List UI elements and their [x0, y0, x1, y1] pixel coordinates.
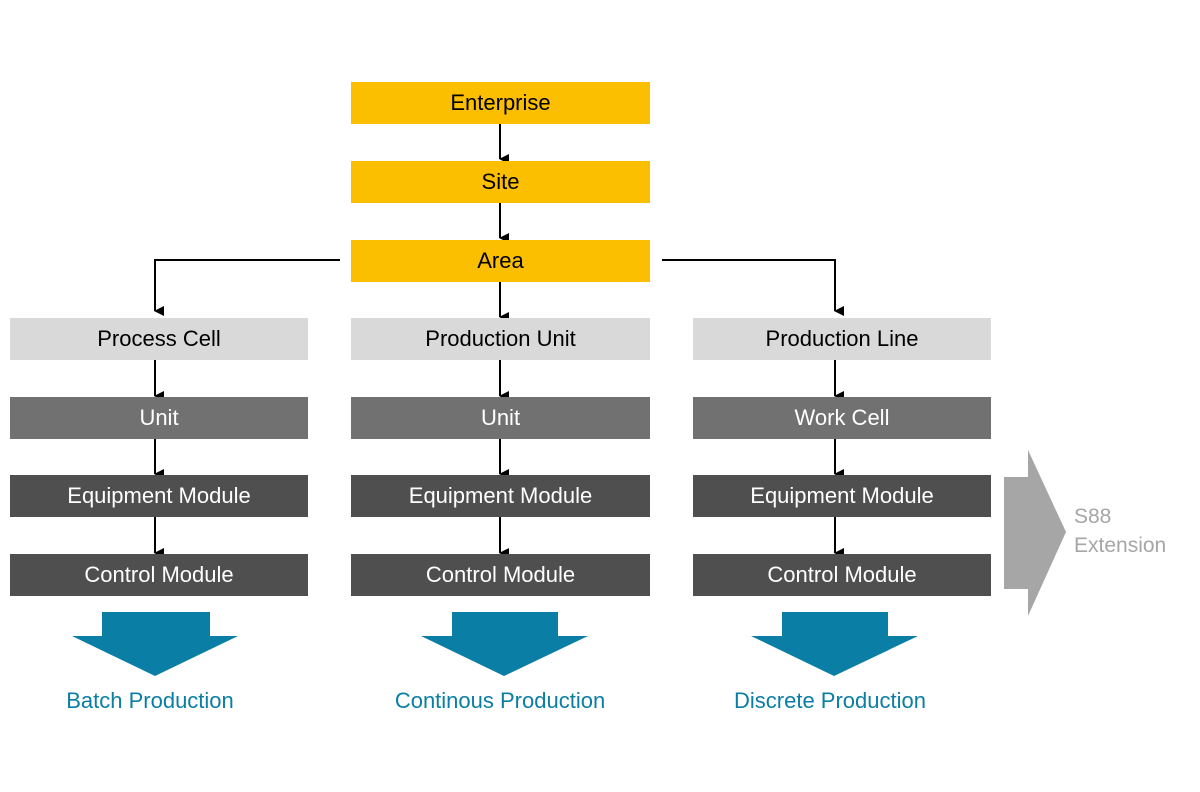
unit-box-continuous: Unit	[351, 397, 650, 439]
work-cell-box: Work Cell	[693, 397, 991, 439]
s88-extension-label: S88 Extension	[1074, 502, 1166, 560]
s88-extension-line2: Extension	[1074, 534, 1167, 557]
control-module-box-continuous: Control Module	[351, 554, 650, 596]
area-box: Area	[351, 240, 650, 282]
control-module-box-batch: Control Module	[10, 554, 308, 596]
s88-extension-arrow-icon	[1004, 450, 1066, 616]
equipment-module-box-batch: Equipment Module	[10, 475, 308, 517]
discrete-production-label: Discrete Production	[734, 688, 926, 713]
unit-box-batch: Unit	[10, 397, 308, 439]
production-unit-box: Production Unit	[351, 318, 650, 360]
continuous-production-label: Continous Production	[394, 688, 606, 713]
control-module-box-discrete: Control Module	[693, 554, 991, 596]
batch-production-arrow-icon	[72, 612, 238, 676]
s88-extension-line1: S88	[1074, 505, 1112, 528]
discrete-production-arrow-icon	[751, 612, 918, 676]
batch-production-label: Batch Production	[66, 688, 234, 713]
arrow-area-production-line	[662, 259, 844, 316]
enterprise-box: Enterprise	[351, 82, 650, 124]
process-cell-box: Process Cell	[10, 318, 308, 360]
arrow-area-process-cell	[154, 259, 340, 316]
equipment-module-box-continuous: Equipment Module	[351, 475, 650, 517]
equipment-module-box-discrete: Equipment Module	[693, 475, 991, 517]
production-line-box: Production Line	[693, 318, 991, 360]
continuous-production-arrow-icon	[421, 612, 588, 676]
site-box: Site	[351, 161, 650, 203]
